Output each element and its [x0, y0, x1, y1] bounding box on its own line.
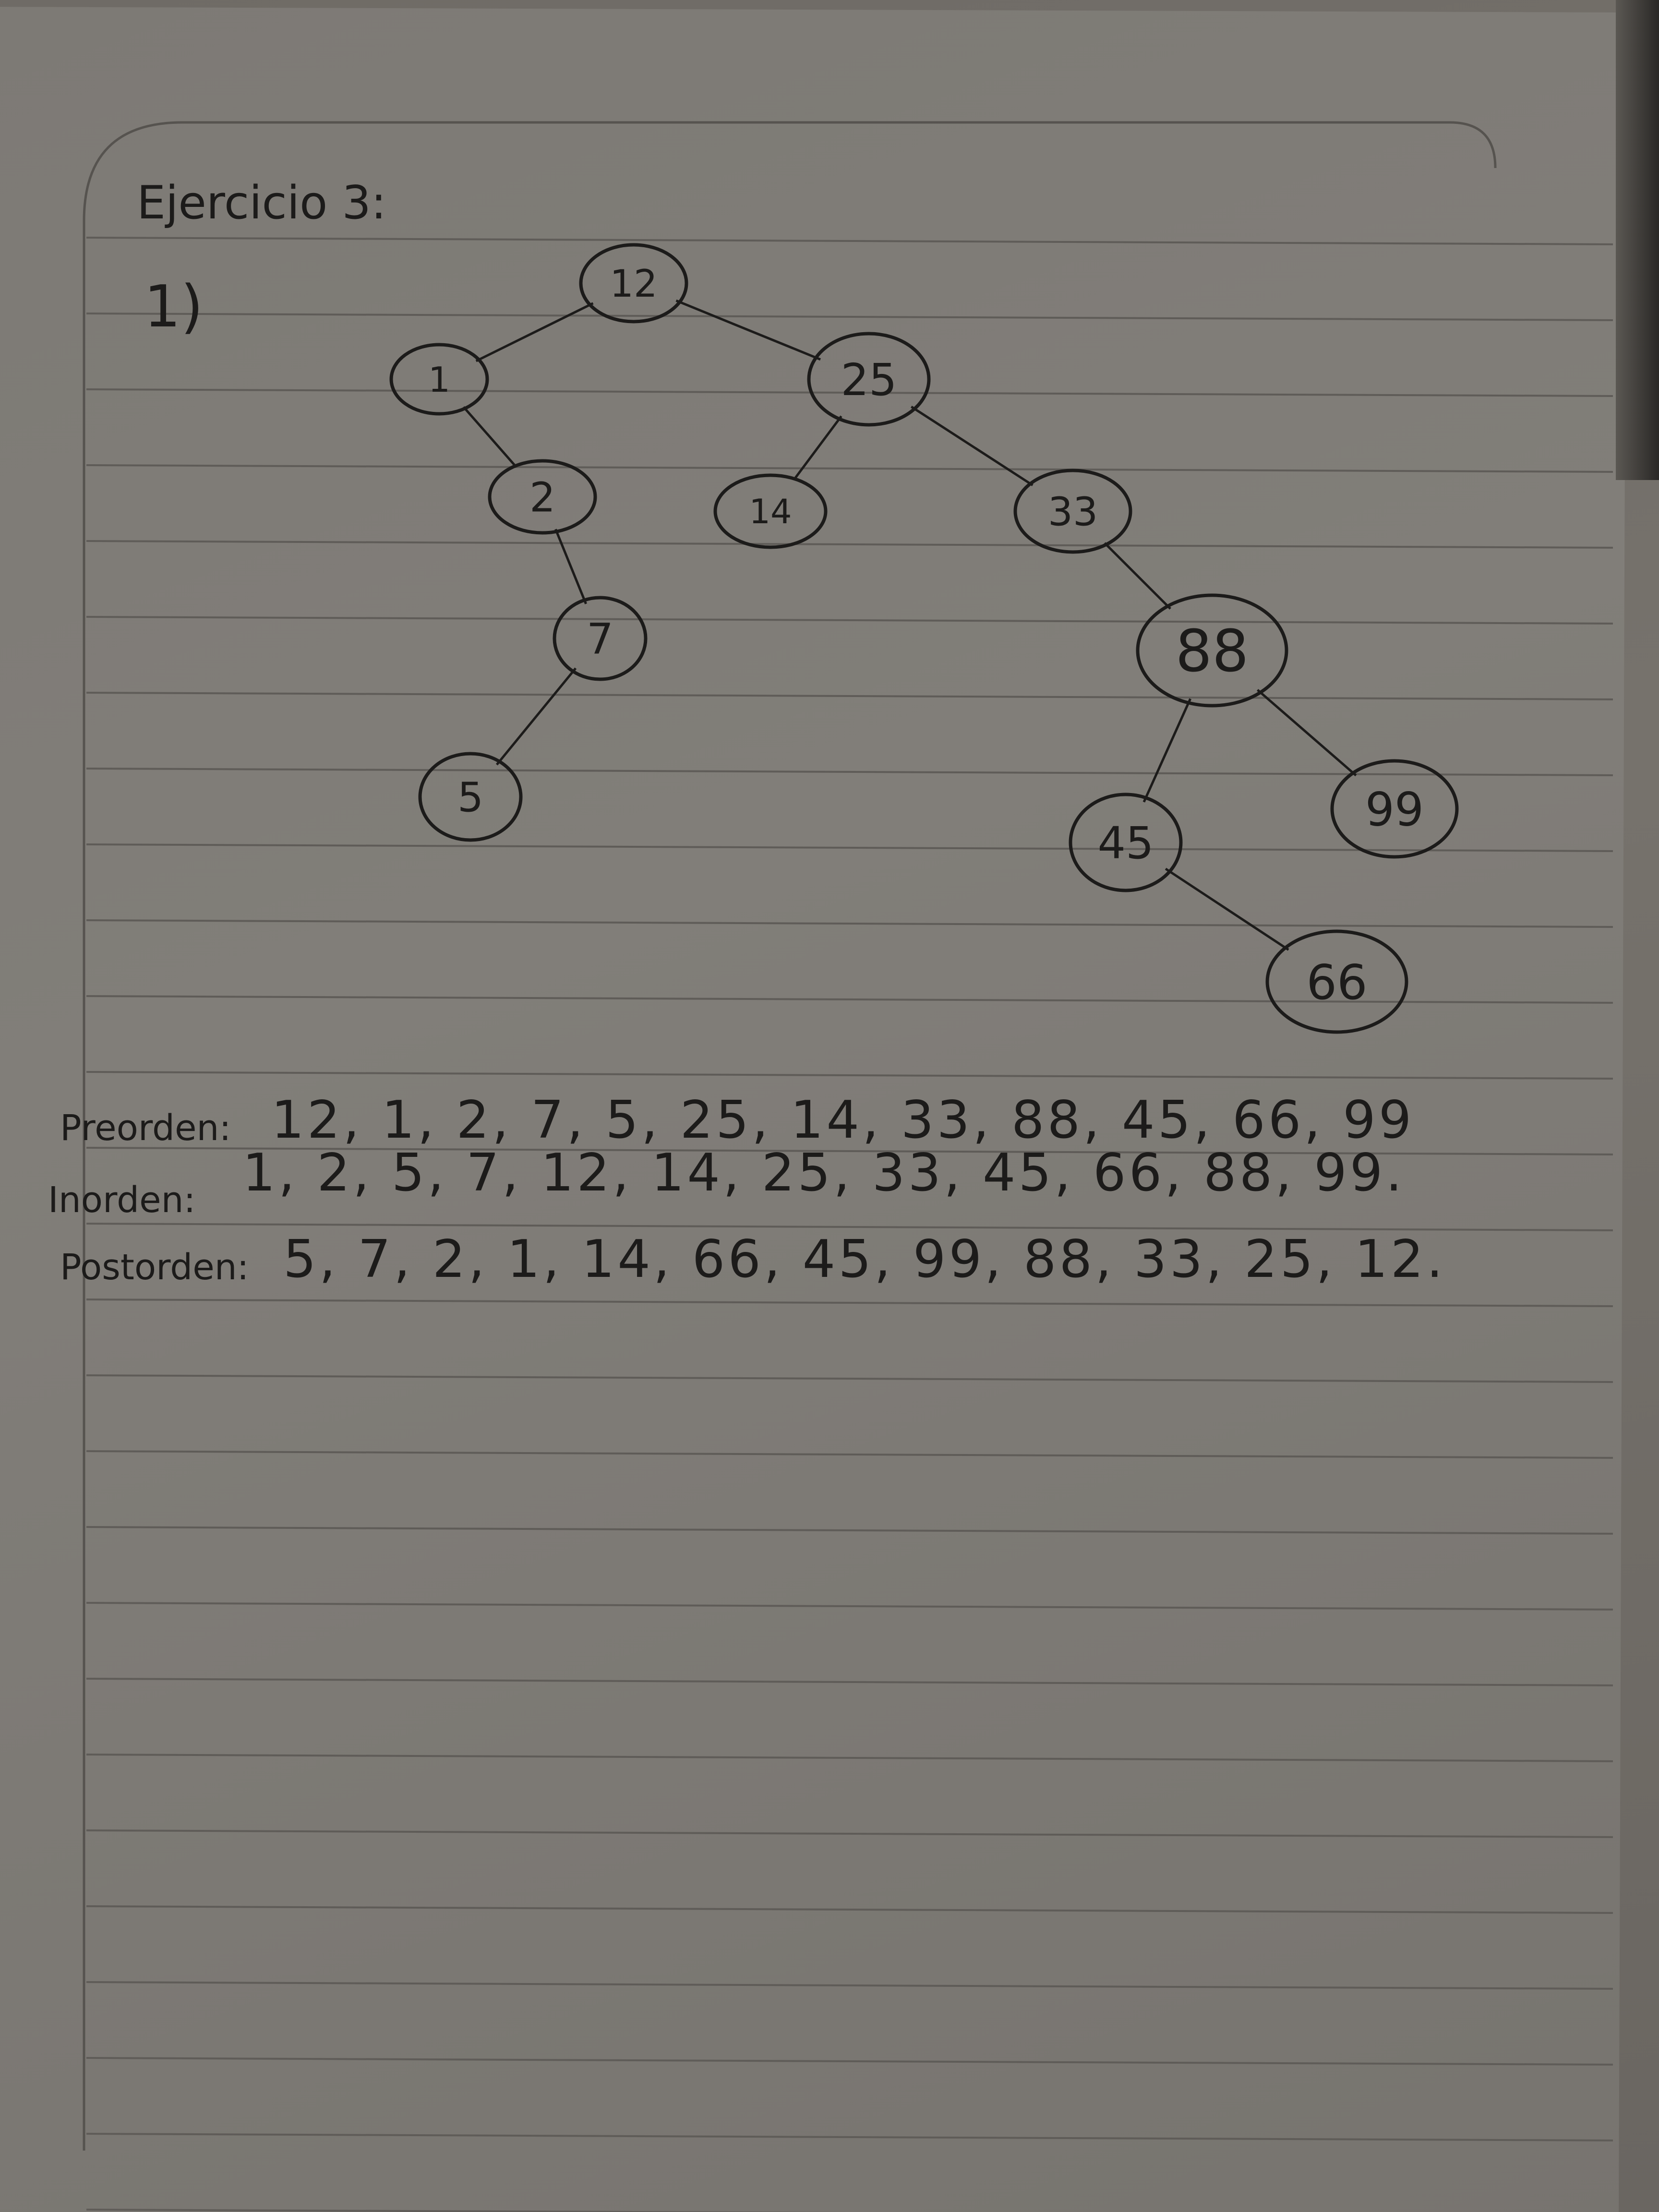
rule-line — [86, 616, 1613, 625]
tree-node-7: 7 — [553, 596, 648, 681]
traversal-preorder: Preorden: 12, 1, 2, 7, 5, 25, 14, 33, 88… — [60, 1090, 1415, 1150]
traversal-label-preorder: Preorden: — [60, 1107, 231, 1149]
tree-node-33: 33 — [1013, 469, 1132, 554]
tree-node-1: 1 — [389, 343, 489, 416]
rule-line — [86, 768, 1613, 776]
tree-node-5: 5 — [418, 752, 523, 842]
page-border — [83, 121, 1497, 2151]
tree-node-45: 45 — [1069, 793, 1183, 892]
tree-node-label: 1 — [428, 360, 450, 400]
tree-edge-7-5 — [495, 667, 577, 766]
rule-line — [86, 237, 1613, 245]
tree-node-circle — [488, 459, 597, 535]
tree-node-66: 66 — [1265, 929, 1408, 1034]
rule-line — [86, 1374, 1613, 1383]
rule-line — [86, 1298, 1613, 1307]
tree-edge-25-14 — [793, 415, 842, 481]
tree-edge-2-7 — [554, 529, 587, 604]
rule-line — [86, 464, 1613, 473]
tree-edge-88-99 — [1256, 689, 1357, 777]
rule-line — [86, 919, 1613, 928]
rule-line — [86, 1071, 1613, 1080]
tree-edge-25-33 — [911, 406, 1034, 486]
rule-line — [86, 1829, 1613, 1838]
traversal-inorder: Inorden: 1, 2, 5, 7, 12, 14, 25, 33, 45,… — [48, 1143, 1405, 1221]
spiral-binding — [1616, 0, 1659, 480]
rule-line — [86, 2209, 850, 2212]
rule-line — [86, 1147, 1613, 1155]
rule-line — [86, 1450, 1613, 1459]
rule-line — [86, 2133, 1613, 2141]
rule-line — [86, 388, 1613, 397]
tree-node-circle — [1136, 593, 1288, 708]
tree-node-label: 99 — [1365, 783, 1424, 837]
tree-node-circle — [807, 332, 931, 427]
tree-node-label: 5 — [457, 774, 483, 822]
rule-line — [86, 2057, 1613, 2066]
tree-nodes: 12 1 25 2 14 33 7 88 5 45 99 66 — [389, 243, 1459, 1034]
rule-line — [86, 1602, 1613, 1611]
exercise-heading: Ejercicio 3: — [137, 177, 386, 229]
rule-line — [86, 1678, 1613, 1686]
tree-node-label: 2 — [529, 474, 555, 522]
rule-line — [86, 1526, 1613, 1535]
tree-node-12: 12 — [579, 243, 688, 324]
tree-node-14: 14 — [713, 473, 828, 549]
tree-edge-33-88 — [1104, 542, 1171, 610]
tree-edge-12-25 — [675, 299, 821, 361]
tree-node-label: 66 — [1306, 954, 1367, 1010]
rule-line — [86, 1223, 1613, 1231]
tree-node-label: 33 — [1048, 490, 1098, 535]
tree-node-25: 25 — [807, 332, 931, 427]
tree-edge-1-2 — [462, 406, 517, 468]
rule-lines-group — [86, 237, 1613, 2212]
tree-node-circle — [1069, 793, 1183, 892]
traversal-sequence-postorder: 5, 7, 2, 1, 14, 66, 45, 99, 88, 33, 25, … — [283, 1229, 1446, 1289]
traversal-label-inorder: Inorden: — [48, 1179, 195, 1221]
tree-node-circle — [389, 343, 489, 416]
rule-line — [86, 995, 1613, 1004]
tree-node-label: 45 — [1097, 817, 1154, 869]
rule-line — [86, 1754, 1613, 1762]
tree-node-circle — [1265, 929, 1408, 1034]
tree-node-circle — [579, 243, 688, 324]
tree-edge-45-66 — [1165, 867, 1289, 951]
rule-line — [86, 1981, 1613, 1990]
tree-node-circle — [713, 473, 828, 549]
tree-edge-88-45 — [1142, 698, 1191, 803]
tree-node-99: 99 — [1330, 759, 1459, 859]
tree-node-2: 2 — [488, 459, 597, 535]
traversal-sequence-inorder: 1, 2, 5, 7, 12, 14, 25, 33, 45, 66, 88, … — [242, 1143, 1405, 1203]
rule-line — [86, 1905, 1613, 1914]
tree-node-circle — [1330, 759, 1459, 859]
tree-node-label: 7 — [587, 614, 613, 664]
tree-node-circle — [1013, 469, 1132, 554]
traversal-postorder: Postorden: 5, 7, 2, 1, 14, 66, 45, 99, 8… — [60, 1229, 1446, 1289]
rule-line — [86, 692, 1613, 700]
tree-node-circle — [418, 752, 523, 842]
tree-edges — [462, 299, 1357, 951]
item-number: 1) — [144, 274, 203, 340]
rule-line — [86, 313, 1613, 321]
tree-node-label: 25 — [841, 354, 897, 406]
tree-node-circle — [553, 596, 648, 681]
tree-node-88: 88 — [1136, 593, 1288, 708]
tree-node-label: 14 — [749, 492, 792, 531]
traversal-label-postorder: Postorden: — [60, 1247, 249, 1288]
tree-node-label: 88 — [1176, 618, 1249, 685]
traversal-sequence-preorder: 12, 1, 2, 7, 5, 25, 14, 33, 88, 45, 66, … — [271, 1090, 1415, 1150]
rule-line — [86, 540, 1613, 549]
tree-edge-12-1 — [475, 302, 594, 362]
tree-node-label: 12 — [610, 263, 657, 306]
